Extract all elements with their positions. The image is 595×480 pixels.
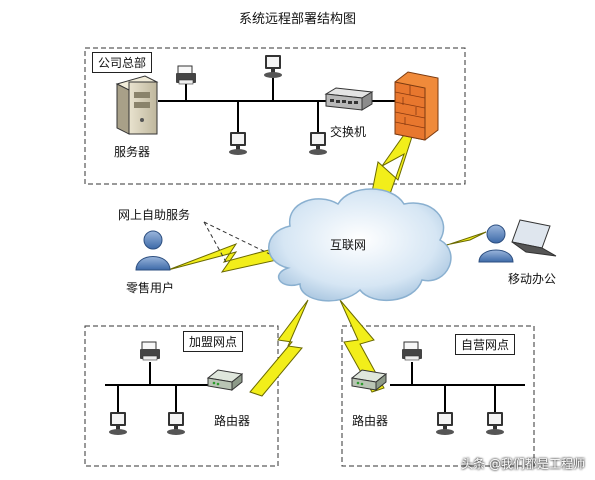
franchise-printer-icon: [139, 341, 161, 361]
mobile-office-icon: [478, 219, 557, 263]
lightning-own: [339, 299, 385, 393]
own-router-label: 路由器: [352, 414, 389, 428]
firewall-icon: [394, 71, 439, 141]
online-service-label: 网上自助服务: [118, 208, 191, 222]
internet-label: 互联网: [330, 238, 367, 252]
hq-printer-icon: [175, 65, 197, 85]
franchise-router-icon: [207, 369, 243, 391]
own-region: [341, 325, 535, 467]
region-label-franchise: 加盟网点: [183, 331, 244, 352]
server-label: 服务器: [114, 145, 151, 159]
retail-user-label: 零售用户: [126, 281, 175, 295]
region-label-hq: 公司总部: [92, 52, 153, 73]
franchise-pc-icon: [109, 412, 127, 435]
lightning-franchise: [249, 299, 309, 397]
retail-user-icon: [135, 230, 171, 271]
region-label-own: 自营网点: [455, 334, 516, 355]
switch-icon: [324, 87, 374, 111]
diagram-title: 系统远程部署结构图: [238, 12, 356, 27]
mobile-office-label: 移动办公: [508, 272, 557, 286]
switch-label: 交换机: [330, 125, 367, 139]
franchise-region: [84, 325, 279, 467]
own-printer-icon: [401, 341, 423, 361]
franchise-router-label: 路由器: [214, 414, 251, 428]
hq-region: [84, 47, 466, 185]
hq-pc-icon: [309, 132, 327, 155]
server-icon: [115, 75, 159, 135]
franchise-lan-lines: [105, 362, 210, 412]
hq-pc-icon: [229, 132, 247, 155]
own-pc-icon: [486, 412, 504, 435]
hq-pc-icon: [264, 55, 282, 78]
franchise-pc-icon: [167, 412, 185, 435]
watermark: 头条 @我们都是工程师: [461, 457, 585, 471]
own-pc-icon: [436, 412, 454, 435]
own-lan-lines: [390, 362, 525, 412]
internet-cloud: [268, 188, 452, 302]
